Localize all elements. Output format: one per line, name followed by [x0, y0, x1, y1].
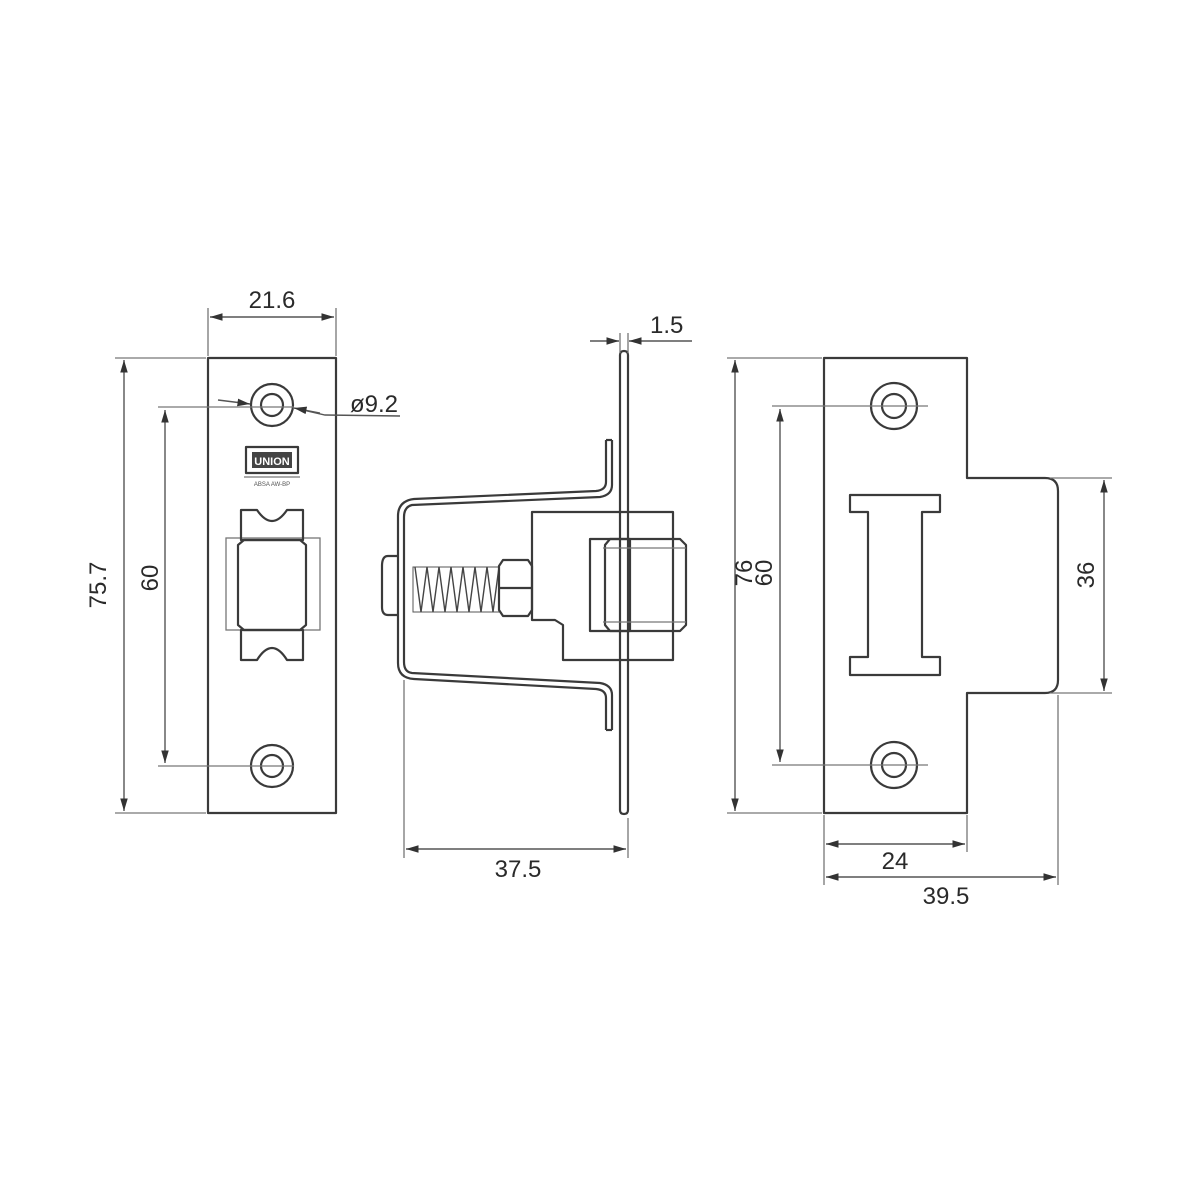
plate-width-label: 24: [882, 848, 909, 875]
side-view: 1.5 37.5: [380, 312, 692, 883]
latch-bolt-head: [603, 537, 688, 633]
case-bracket-outer: [402, 440, 614, 730]
dimension-plate-thickness: 1.5: [590, 312, 692, 353]
forend-edge: [618, 349, 630, 816]
stamp-text: ABSA AW-BP: [254, 482, 290, 488]
latch-bolt-icon: [225, 508, 321, 662]
forend-front-view: UNION ABSA AW-BP 21.6 75.7: [85, 287, 401, 815]
top-screw-hole-icon: [249, 382, 295, 428]
height-label: 75.7: [85, 562, 112, 609]
dimension-hole-centers: 60: [137, 406, 294, 767]
dimension-strike-hole-centers: 60: [751, 405, 928, 766]
latch-body: [530, 510, 675, 662]
spring-icon: [412, 566, 500, 613]
strike-plate-outline: [822, 356, 1060, 815]
dimension-depth: 37.5: [403, 680, 629, 883]
rear-button: [380, 554, 398, 617]
dimension-height: 75.7: [85, 357, 206, 814]
diameter-label: ø9.2: [350, 391, 398, 418]
strike-hole-centers-label: 60: [751, 560, 778, 587]
width-label: 21.6: [249, 287, 296, 314]
dimension-hole-diameter: ø9.2: [217, 391, 401, 418]
forend-plate: [206, 356, 338, 815]
thickness-label: 1.5: [650, 312, 683, 339]
lip-height-label: 36: [1073, 562, 1100, 589]
bolt-slot: [848, 493, 942, 677]
dimension-width: 21.6: [207, 287, 337, 356]
overall-width-label: 39.5: [923, 883, 970, 910]
strike-plate-view: 76 60 36 24 39.5: [727, 356, 1112, 910]
case-bracket-inner: [396, 440, 608, 730]
hex-nut-icon: [497, 558, 534, 618]
dimension-lip-height: 36: [1050, 477, 1112, 694]
logo-badge: UNION ABSA AW-BP: [244, 445, 300, 488]
strike-height-label: 76: [731, 560, 758, 587]
dimension-strike-height: 76: [727, 357, 822, 814]
logo-text: UNION: [254, 456, 290, 468]
bolt-housing: [588, 537, 632, 633]
dimension-overall-width: 39.5: [826, 695, 1059, 910]
dimension-plate-width: 24: [823, 815, 968, 885]
hole-centers-label: 60: [137, 565, 164, 592]
depth-label: 37.5: [495, 856, 542, 883]
